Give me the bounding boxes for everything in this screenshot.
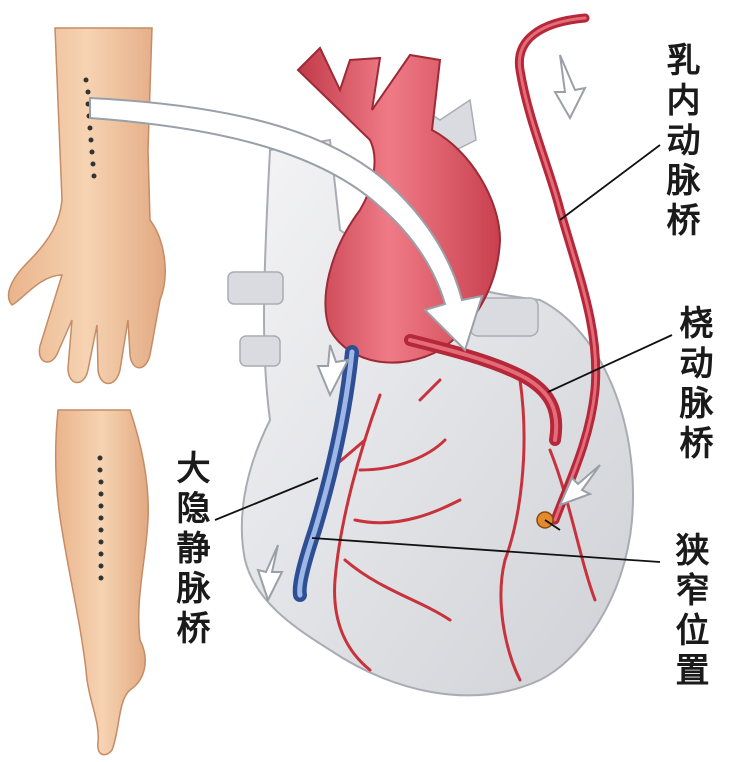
label-saphenous-vein-bridge: 大隐静脉桥	[173, 450, 207, 650]
label-radial-artery-bridge: 桡动脉桥	[676, 305, 710, 465]
forearm-hand-illustration	[9, 28, 166, 384]
label-stenosis-site: 狭窄位置	[672, 532, 706, 692]
leader-mammary	[560, 145, 660, 220]
label-mammary-artery-bridge: 乳内动脉桥	[663, 42, 697, 242]
leg-foot-illustration	[56, 410, 149, 755]
